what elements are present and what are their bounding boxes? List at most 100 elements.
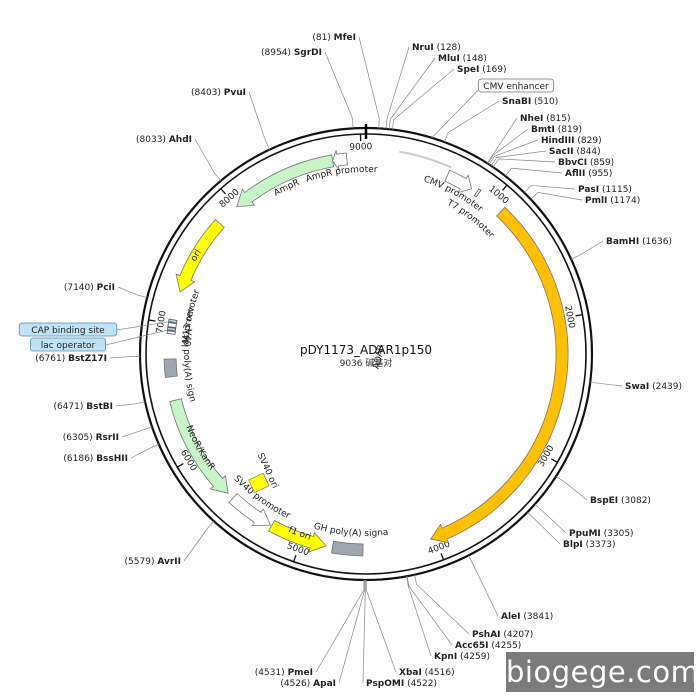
site-label: PasI (1115) (578, 185, 632, 195)
site-label: (81) MfeI (312, 33, 356, 43)
site-label: (8954) SgrDI (261, 48, 322, 58)
site-label: SpeI (169) (457, 65, 506, 75)
site-bsshii: (6186) BssHII (63, 443, 159, 464)
feature-label-cmv-enhancer: CMV enhancer (483, 82, 549, 92)
site-label: BbvCI (859) (558, 158, 614, 168)
feature-bgh-poly-a-signal: bGH poly(A) signal (0, 0, 389, 557)
site-blpi: BlpI (3373) (527, 511, 616, 550)
site-label: XbaI (4516) (399, 668, 455, 678)
plasmid-backbone (138, 124, 594, 582)
site-label: (4526) ApaI (280, 679, 336, 689)
feature-label-lac-operator: lac operator (41, 341, 96, 351)
site-aflii: AflII (955) (505, 167, 612, 179)
site-label: SacII (844) (549, 147, 601, 157)
feature-ori: ori (175, 218, 225, 293)
plasmid-name: pDY1173_ADAR1p150 (300, 343, 432, 357)
site-label: MluI (148) (438, 54, 487, 64)
site-kpni: KpnI (4259) (406, 576, 490, 662)
restriction-site-layer: (81) MfeI NruI (128)MluI (148)SpeI (169) S… (35, 33, 682, 689)
site-sacii: SacII (844) (490, 147, 601, 167)
site-label: NheI (815) (520, 114, 570, 124)
site-bstbi: (6471) BstBI (53, 401, 146, 412)
tick-mark (293, 554, 297, 562)
site-label: PpuMI (3305) (569, 529, 634, 539)
site-label: (5579) AvrII (125, 557, 181, 567)
plasmid-size: 9036 碱基对 (340, 357, 393, 369)
site-pspomi: PspOMI (4522) (362, 579, 437, 689)
site-label: SwaI (2439) (625, 382, 682, 392)
feature-lac-operator: lac operator (29, 326, 177, 352)
site-label: PspOMI (4522) (366, 679, 437, 689)
site-pasi: PasI (1115) (523, 185, 632, 195)
site-label: HindIII (829) (541, 136, 602, 146)
site-label: PmlI (1174) (585, 196, 640, 206)
site-pvui: (8403) PvuI (191, 88, 271, 150)
site-label: NruI (128) (412, 43, 461, 53)
site-swai: SwaI (2439) (590, 381, 682, 392)
site-hindiii: HindIII (829) (488, 136, 602, 165)
feature-label-lac-promoter: lac promoter (181, 288, 202, 347)
site-label: (6761) BstZ17I (35, 354, 107, 364)
tick-label: 7000 (155, 310, 168, 334)
site-label: (8033) AhdI (136, 135, 192, 145)
site-pmei: (4531) PmeI (255, 579, 365, 678)
tick-mark (177, 463, 184, 468)
feature-sv40-ori: SV40 ori (248, 452, 280, 494)
site-label: Acc65I (4255) (455, 641, 521, 651)
site-sgrdi: (8954) SgrDI (261, 48, 354, 129)
site-label: AflII (955) (565, 169, 612, 179)
feature-cap-binding-site: CAP binding site (18, 318, 178, 337)
site-bamhi: BamHI (1636) (570, 237, 672, 260)
site-label: (6186) BssHII (63, 454, 128, 464)
site-label: PshAI (4207) (472, 630, 533, 640)
site-pmli: PmlI (1174) (530, 191, 640, 206)
site-alei: AleI (3841) (468, 555, 553, 622)
site-spei: SpeI (169) (392, 65, 506, 130)
tick-mark (501, 184, 508, 191)
tick-mark (551, 458, 558, 463)
site-label: (6471) BstBI (53, 402, 113, 412)
site-avrii: (5579) AvrII (125, 520, 215, 567)
site-label: (8403) PvuI (191, 88, 246, 98)
site-nhei: NheI (815) (487, 114, 570, 164)
site-label: (7140) PciI (64, 283, 115, 293)
site-snabi: SnaBI (510) (444, 97, 558, 143)
site-apai: (4526) ApaI (280, 579, 366, 689)
site-label: (4531) PmeI (255, 668, 313, 678)
tick-mark (148, 319, 156, 322)
tick-mark (440, 553, 445, 561)
site-ahdi: (8033) AhdI (136, 135, 222, 181)
site-label: AleI (3841) (501, 612, 553, 622)
site-bstz17i: (6761) BstZ17I (35, 354, 141, 364)
site-mlui: MluI (148) (388, 54, 487, 130)
site-label: BlpI (3373) (563, 540, 616, 550)
site-acc65i: Acc65I (4255) (406, 576, 521, 651)
site-bspei: BspEI (3082) (555, 476, 651, 506)
site-label: KpnI (4259) (434, 652, 490, 662)
site-nrui: NruI (128) (385, 43, 461, 129)
tick-mark (575, 313, 583, 317)
feature-cmv-enhancer: CMV enhancer (399, 78, 554, 169)
feature-label-cap-binding-site: CAP binding site (31, 326, 105, 336)
site-xbai: XbaI (4516) (365, 579, 455, 678)
feature-t7-promoter: T7 promoter (444, 188, 496, 241)
tick-label: 1000 (486, 184, 510, 207)
watermark-logo: biogege.com (506, 652, 699, 692)
site-ppumi: PpuMI (3305) (534, 504, 634, 539)
tick-label: 9000 (349, 142, 372, 153)
site-bmti: BmtI (819) (487, 125, 582, 164)
site-label: BmtI (819) (531, 125, 582, 135)
site-label: SnaBI (510) (502, 97, 558, 107)
feature-ampr: AmpR (236, 154, 335, 208)
site-rsrii: (6305) RsrII (63, 426, 153, 443)
tick-mark (220, 188, 226, 195)
site-label: (6305) RsrII (63, 433, 119, 443)
site-pcii: (7140) PciI (64, 283, 148, 298)
site-label: BspEI (3082) (590, 496, 651, 506)
site-mfei: (81) MfeI (312, 33, 380, 129)
site-pshai: PshAI (4207) (414, 574, 533, 640)
site-bbvci: BbvCI (859) (492, 158, 614, 168)
